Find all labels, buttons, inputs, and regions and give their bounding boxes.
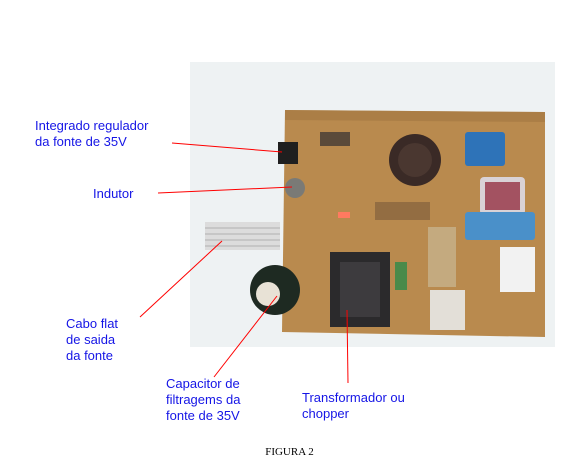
- power-supply-board-photo: [190, 62, 555, 347]
- label-indutor: Indutor: [93, 186, 134, 201]
- figure-caption: FIGURA 2: [265, 446, 314, 458]
- label-capacitor: Capacitor de filtragems da fonte de 35V: [166, 376, 241, 423]
- label-transformador: Transformador ou chopper: [302, 390, 405, 421]
- blue-capacitor: [465, 212, 535, 240]
- inductor: [285, 178, 305, 198]
- regulator-ic: [278, 142, 298, 164]
- board-illustration: [190, 62, 555, 347]
- label-cabo: Cabo flat de saida da fonte: [66, 316, 119, 363]
- white-connector: [500, 247, 535, 292]
- blue-relay: [465, 132, 505, 166]
- label-integrado: Integrado regulador da fonte de 35V: [35, 118, 149, 149]
